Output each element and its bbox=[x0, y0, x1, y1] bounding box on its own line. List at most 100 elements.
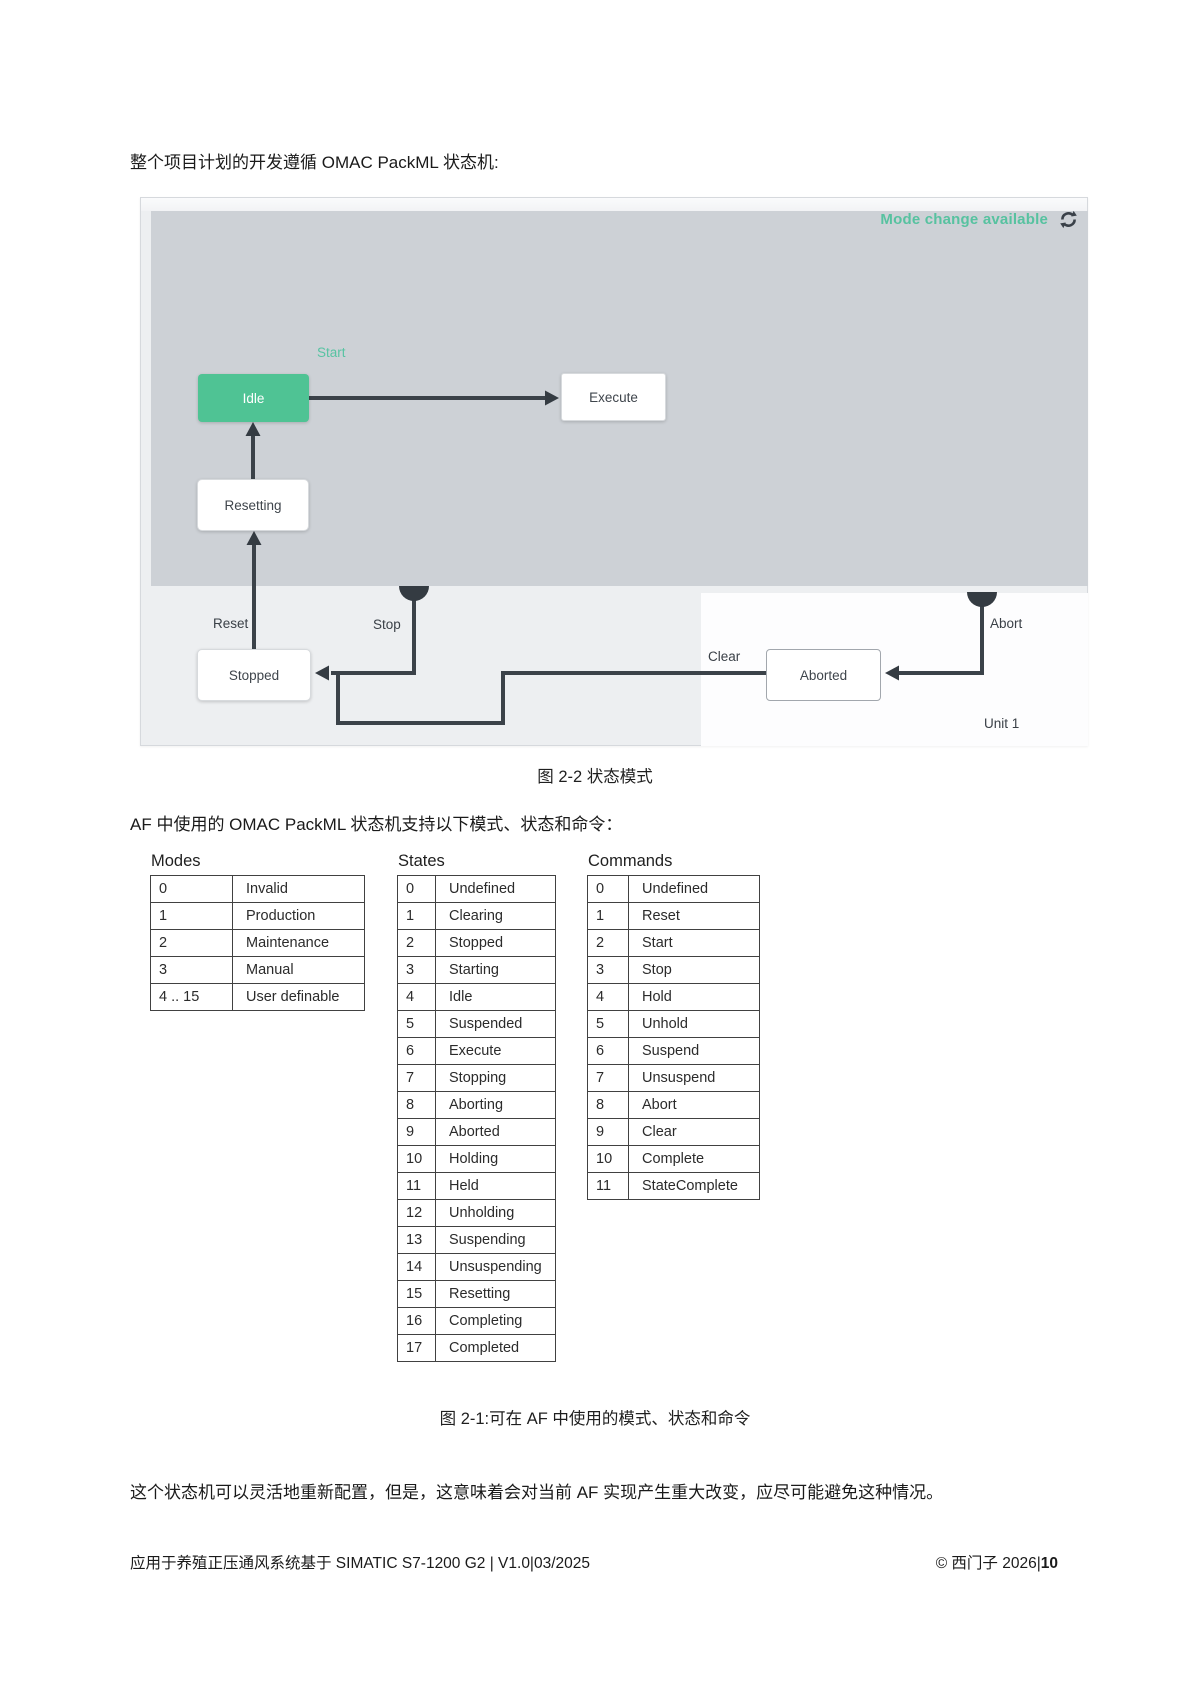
cell-label: Unholding bbox=[435, 1199, 556, 1227]
cell-code: 4 bbox=[397, 983, 436, 1011]
states-table-title: States bbox=[398, 852, 445, 870]
intro-paragraph: 整个项目计划的开发遵循 OMAC PackML 状态机: bbox=[130, 153, 499, 172]
cell-code: 2 bbox=[397, 929, 436, 957]
cell-code: 6 bbox=[587, 1037, 629, 1065]
cell-label: Held bbox=[435, 1172, 556, 1200]
cell-code: 8 bbox=[397, 1091, 436, 1119]
state-node-idle: Idle bbox=[198, 374, 309, 422]
cell-label: Production bbox=[232, 902, 365, 930]
cell-label: User definable bbox=[232, 983, 365, 1011]
cell-code: 4 bbox=[587, 983, 629, 1011]
cell-code: 0 bbox=[587, 875, 629, 903]
cell-code: 15 bbox=[397, 1280, 436, 1308]
cell-code: 7 bbox=[587, 1064, 629, 1092]
cell-label: Start bbox=[628, 929, 760, 957]
tables-intro-paragraph: AF 中使用的 OMAC PackML 状态机支持以下模式、状态和命令： bbox=[130, 815, 623, 834]
cell-label: Invalid bbox=[232, 875, 365, 903]
cell-label: Unsuspending bbox=[435, 1253, 556, 1281]
stop-transition-line bbox=[331, 598, 416, 675]
cell-code: 10 bbox=[397, 1145, 436, 1173]
cell-label: Stopped bbox=[435, 929, 556, 957]
cell-code: 12 bbox=[397, 1199, 436, 1227]
cell-label: Reset bbox=[628, 902, 760, 930]
cell-label: Completed bbox=[435, 1334, 556, 1362]
cell-label: Suspending bbox=[435, 1226, 556, 1254]
cell-label: Hold bbox=[628, 983, 760, 1011]
cell-code: 16 bbox=[397, 1307, 436, 1335]
cell-code: 0 bbox=[150, 875, 233, 903]
cell-code: 9 bbox=[397, 1118, 436, 1146]
cell-code: 7 bbox=[397, 1064, 436, 1092]
state-node-stopped: Stopped bbox=[197, 649, 311, 701]
cell-code: 11 bbox=[587, 1172, 629, 1200]
cell-label: Completing bbox=[435, 1307, 556, 1335]
cell-label: Resetting bbox=[435, 1280, 556, 1308]
cell-code: 5 bbox=[397, 1010, 436, 1038]
cell-label: Clearing bbox=[435, 902, 556, 930]
modes-table-title: Modes bbox=[151, 852, 201, 870]
cell-code: 1 bbox=[150, 902, 233, 930]
cell-code: 4 .. 15 bbox=[150, 983, 233, 1011]
page-footer: 应用于养殖正压通风系统基于 SIMATIC S7-1200 G2 | V1.0|… bbox=[130, 1551, 1058, 1573]
footer-page-number: 10 bbox=[1040, 1555, 1058, 1572]
footer-right-text: © 西门子 2026|10 bbox=[936, 1551, 1058, 1573]
transition-label-reset: Reset bbox=[213, 616, 249, 631]
cell-label: Maintenance bbox=[232, 929, 365, 957]
cell-code: 1 bbox=[587, 902, 629, 930]
commands-table-title: Commands bbox=[588, 852, 673, 870]
cell-code: 13 bbox=[397, 1226, 436, 1254]
cell-code: 3 bbox=[587, 956, 629, 984]
figure-2-1-caption: 图 2-1:可在 AF 中使用的模式、状态和命令 bbox=[439, 1410, 751, 1428]
cell-label: Clear bbox=[628, 1118, 760, 1146]
footer-copyright: © 西门子 2026| bbox=[935, 1555, 1041, 1572]
cell-label: Idle bbox=[435, 983, 556, 1011]
mode-change-label: Mode change available bbox=[880, 211, 1048, 228]
figure-2-2-caption: 图 2-2 状态模式 bbox=[537, 768, 653, 786]
cell-code: 11 bbox=[397, 1172, 436, 1200]
cell-label: Aborted bbox=[435, 1118, 556, 1146]
footer-left-text: 应用于养殖正压通风系统基于 SIMATIC S7-1200 G2 | V1.0|… bbox=[130, 1555, 590, 1572]
cell-label: Stopping bbox=[435, 1064, 556, 1092]
cell-code: 2 bbox=[587, 929, 629, 957]
closing-paragraph: 这个状态机可以灵活地重新配置，但是，这意味着会对当前 AF 实现产生重大改变，应… bbox=[130, 1483, 944, 1502]
cell-label: Undefined bbox=[628, 875, 760, 903]
transition-label-start: Start bbox=[317, 345, 346, 360]
cell-label: Starting bbox=[435, 956, 556, 984]
cell-code: 3 bbox=[150, 956, 233, 984]
unit-panel bbox=[701, 593, 1088, 746]
stop-arrowhead bbox=[315, 665, 329, 681]
cell-code: 0 bbox=[397, 875, 436, 903]
cell-label: Stop bbox=[628, 956, 760, 984]
cell-code: 5 bbox=[587, 1010, 629, 1038]
cell-code: 3 bbox=[397, 956, 436, 984]
cell-label: Execute bbox=[435, 1037, 556, 1065]
unit-label: Unit 1 bbox=[984, 716, 1020, 731]
transition-label-stop: Stop bbox=[373, 617, 401, 632]
cell-label: Suspend bbox=[628, 1037, 760, 1065]
cell-code: 9 bbox=[587, 1118, 629, 1146]
cell-code: 10 bbox=[587, 1145, 629, 1173]
cell-label: Unsuspend bbox=[628, 1064, 760, 1092]
state-machine-figure: Mode change available bbox=[140, 197, 1088, 746]
